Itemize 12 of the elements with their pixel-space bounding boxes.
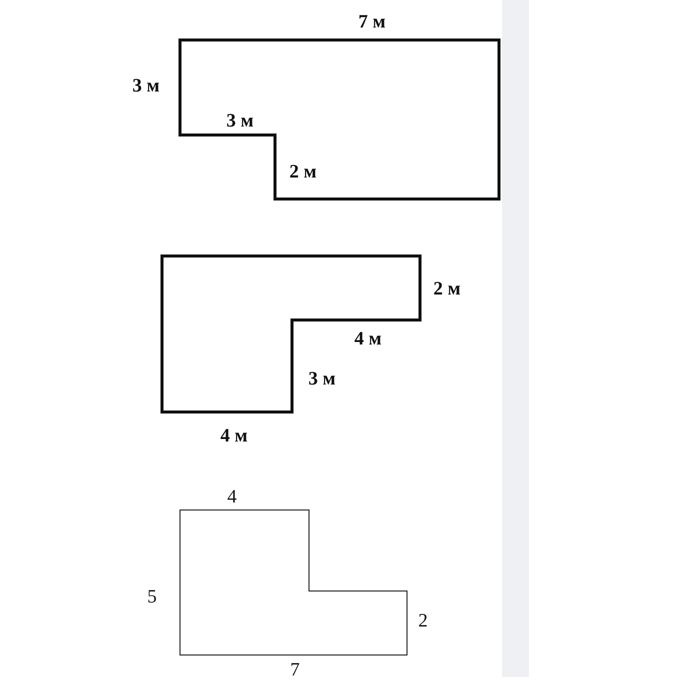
dimension-label: 3 м — [308, 370, 336, 388]
dimension-label: 2 м — [433, 280, 461, 298]
dimension-label: 4 м — [220, 426, 248, 446]
dimension-label: 4 — [227, 488, 237, 506]
dimension-label: 7 м — [358, 12, 386, 32]
dimension-label: 3 м — [226, 112, 254, 130]
dimension-label: 3 м — [132, 76, 160, 96]
dimension-label: 2 м — [289, 162, 317, 182]
dimension-label: 7 — [290, 660, 300, 680]
dimension-label: 4 м — [354, 330, 382, 348]
dimension-label: 2 — [418, 612, 428, 630]
dimension-label: 5 — [147, 588, 157, 606]
